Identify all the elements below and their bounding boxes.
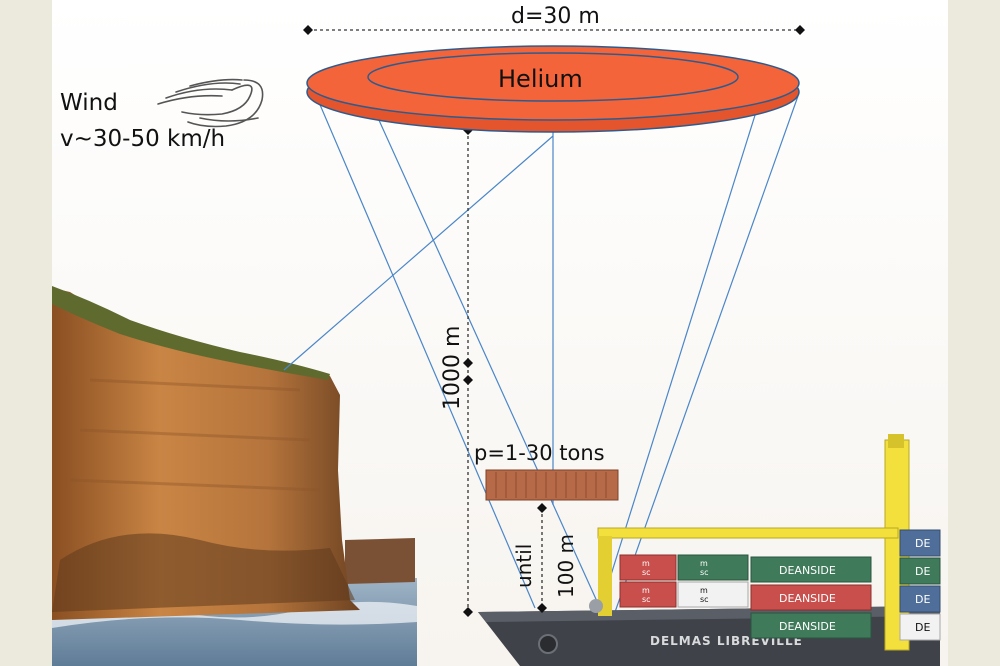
container-label: sc bbox=[642, 595, 651, 604]
diameter-label: d=30 m bbox=[511, 4, 600, 29]
cliff-shadow bbox=[52, 533, 355, 612]
container bbox=[750, 584, 872, 611]
dimension-marker bbox=[463, 607, 473, 617]
container-label: m bbox=[700, 559, 708, 568]
container bbox=[750, 556, 872, 583]
cliff-strata bbox=[69, 378, 321, 492]
container bbox=[677, 581, 749, 608]
dimension-marker bbox=[303, 25, 313, 35]
cargo-ship: DELMAS LIBREVILLE m sc m sc DEANSIDE DE … bbox=[478, 434, 941, 666]
tether-line bbox=[599, 111, 757, 611]
container-label: m bbox=[700, 586, 708, 595]
container bbox=[750, 612, 872, 639]
crane-boom bbox=[597, 527, 899, 539]
payload-label: p=1-30 tons bbox=[474, 441, 605, 465]
crane-pulley bbox=[589, 599, 603, 613]
until-label: until bbox=[512, 544, 536, 588]
container bbox=[899, 613, 941, 641]
container-label: sc bbox=[642, 568, 651, 577]
container-label: sc bbox=[700, 568, 709, 577]
container-label: DE bbox=[915, 593, 930, 606]
wind-title: Wind bbox=[60, 90, 118, 116]
container-label: DEANSIDE bbox=[779, 592, 836, 605]
tether-line bbox=[377, 117, 601, 609]
container bbox=[899, 585, 941, 613]
distant-cliff bbox=[345, 538, 415, 584]
container bbox=[899, 557, 941, 585]
payload-ribs bbox=[495, 472, 607, 498]
container bbox=[619, 554, 677, 581]
wind-speed: v~30-50 km/h bbox=[60, 126, 225, 152]
tether-line bbox=[283, 135, 554, 371]
dimension-marker bbox=[537, 603, 547, 613]
wind-swirl-icon bbox=[157, 78, 264, 128]
balloon-inner-ring bbox=[367, 52, 739, 102]
gas-label: Helium bbox=[498, 65, 583, 93]
container bbox=[619, 581, 677, 608]
container-label: DE bbox=[915, 621, 930, 634]
dimension-marker bbox=[795, 25, 805, 35]
tether-line bbox=[614, 95, 799, 613]
helium-balloon: Helium bbox=[306, 45, 800, 133]
tether-lines bbox=[283, 95, 799, 613]
left-margin-band bbox=[0, 0, 52, 666]
container-label: DEANSIDE bbox=[779, 620, 836, 633]
dimension-marker bbox=[463, 375, 473, 385]
crane-post bbox=[598, 536, 612, 616]
container-label: DEANSIDE bbox=[779, 564, 836, 577]
crane-top bbox=[888, 434, 904, 448]
container-label: m bbox=[642, 586, 650, 595]
balloon-top bbox=[306, 45, 800, 121]
right-margin-band bbox=[948, 0, 1000, 666]
anchor-hawse bbox=[538, 634, 558, 654]
container-label: DE bbox=[915, 537, 930, 550]
container bbox=[899, 529, 941, 557]
dimension-marker bbox=[463, 358, 473, 368]
dimension-marker bbox=[537, 503, 547, 513]
hover-height-label: 100 m bbox=[554, 534, 578, 598]
altitude-label: 1000 m bbox=[440, 326, 465, 410]
container-label: m bbox=[642, 559, 650, 568]
container bbox=[677, 554, 749, 581]
cliff-vegetation bbox=[52, 286, 330, 380]
container-label: DE bbox=[915, 565, 930, 578]
container-label: sc bbox=[700, 595, 709, 604]
tether-line bbox=[317, 99, 536, 609]
